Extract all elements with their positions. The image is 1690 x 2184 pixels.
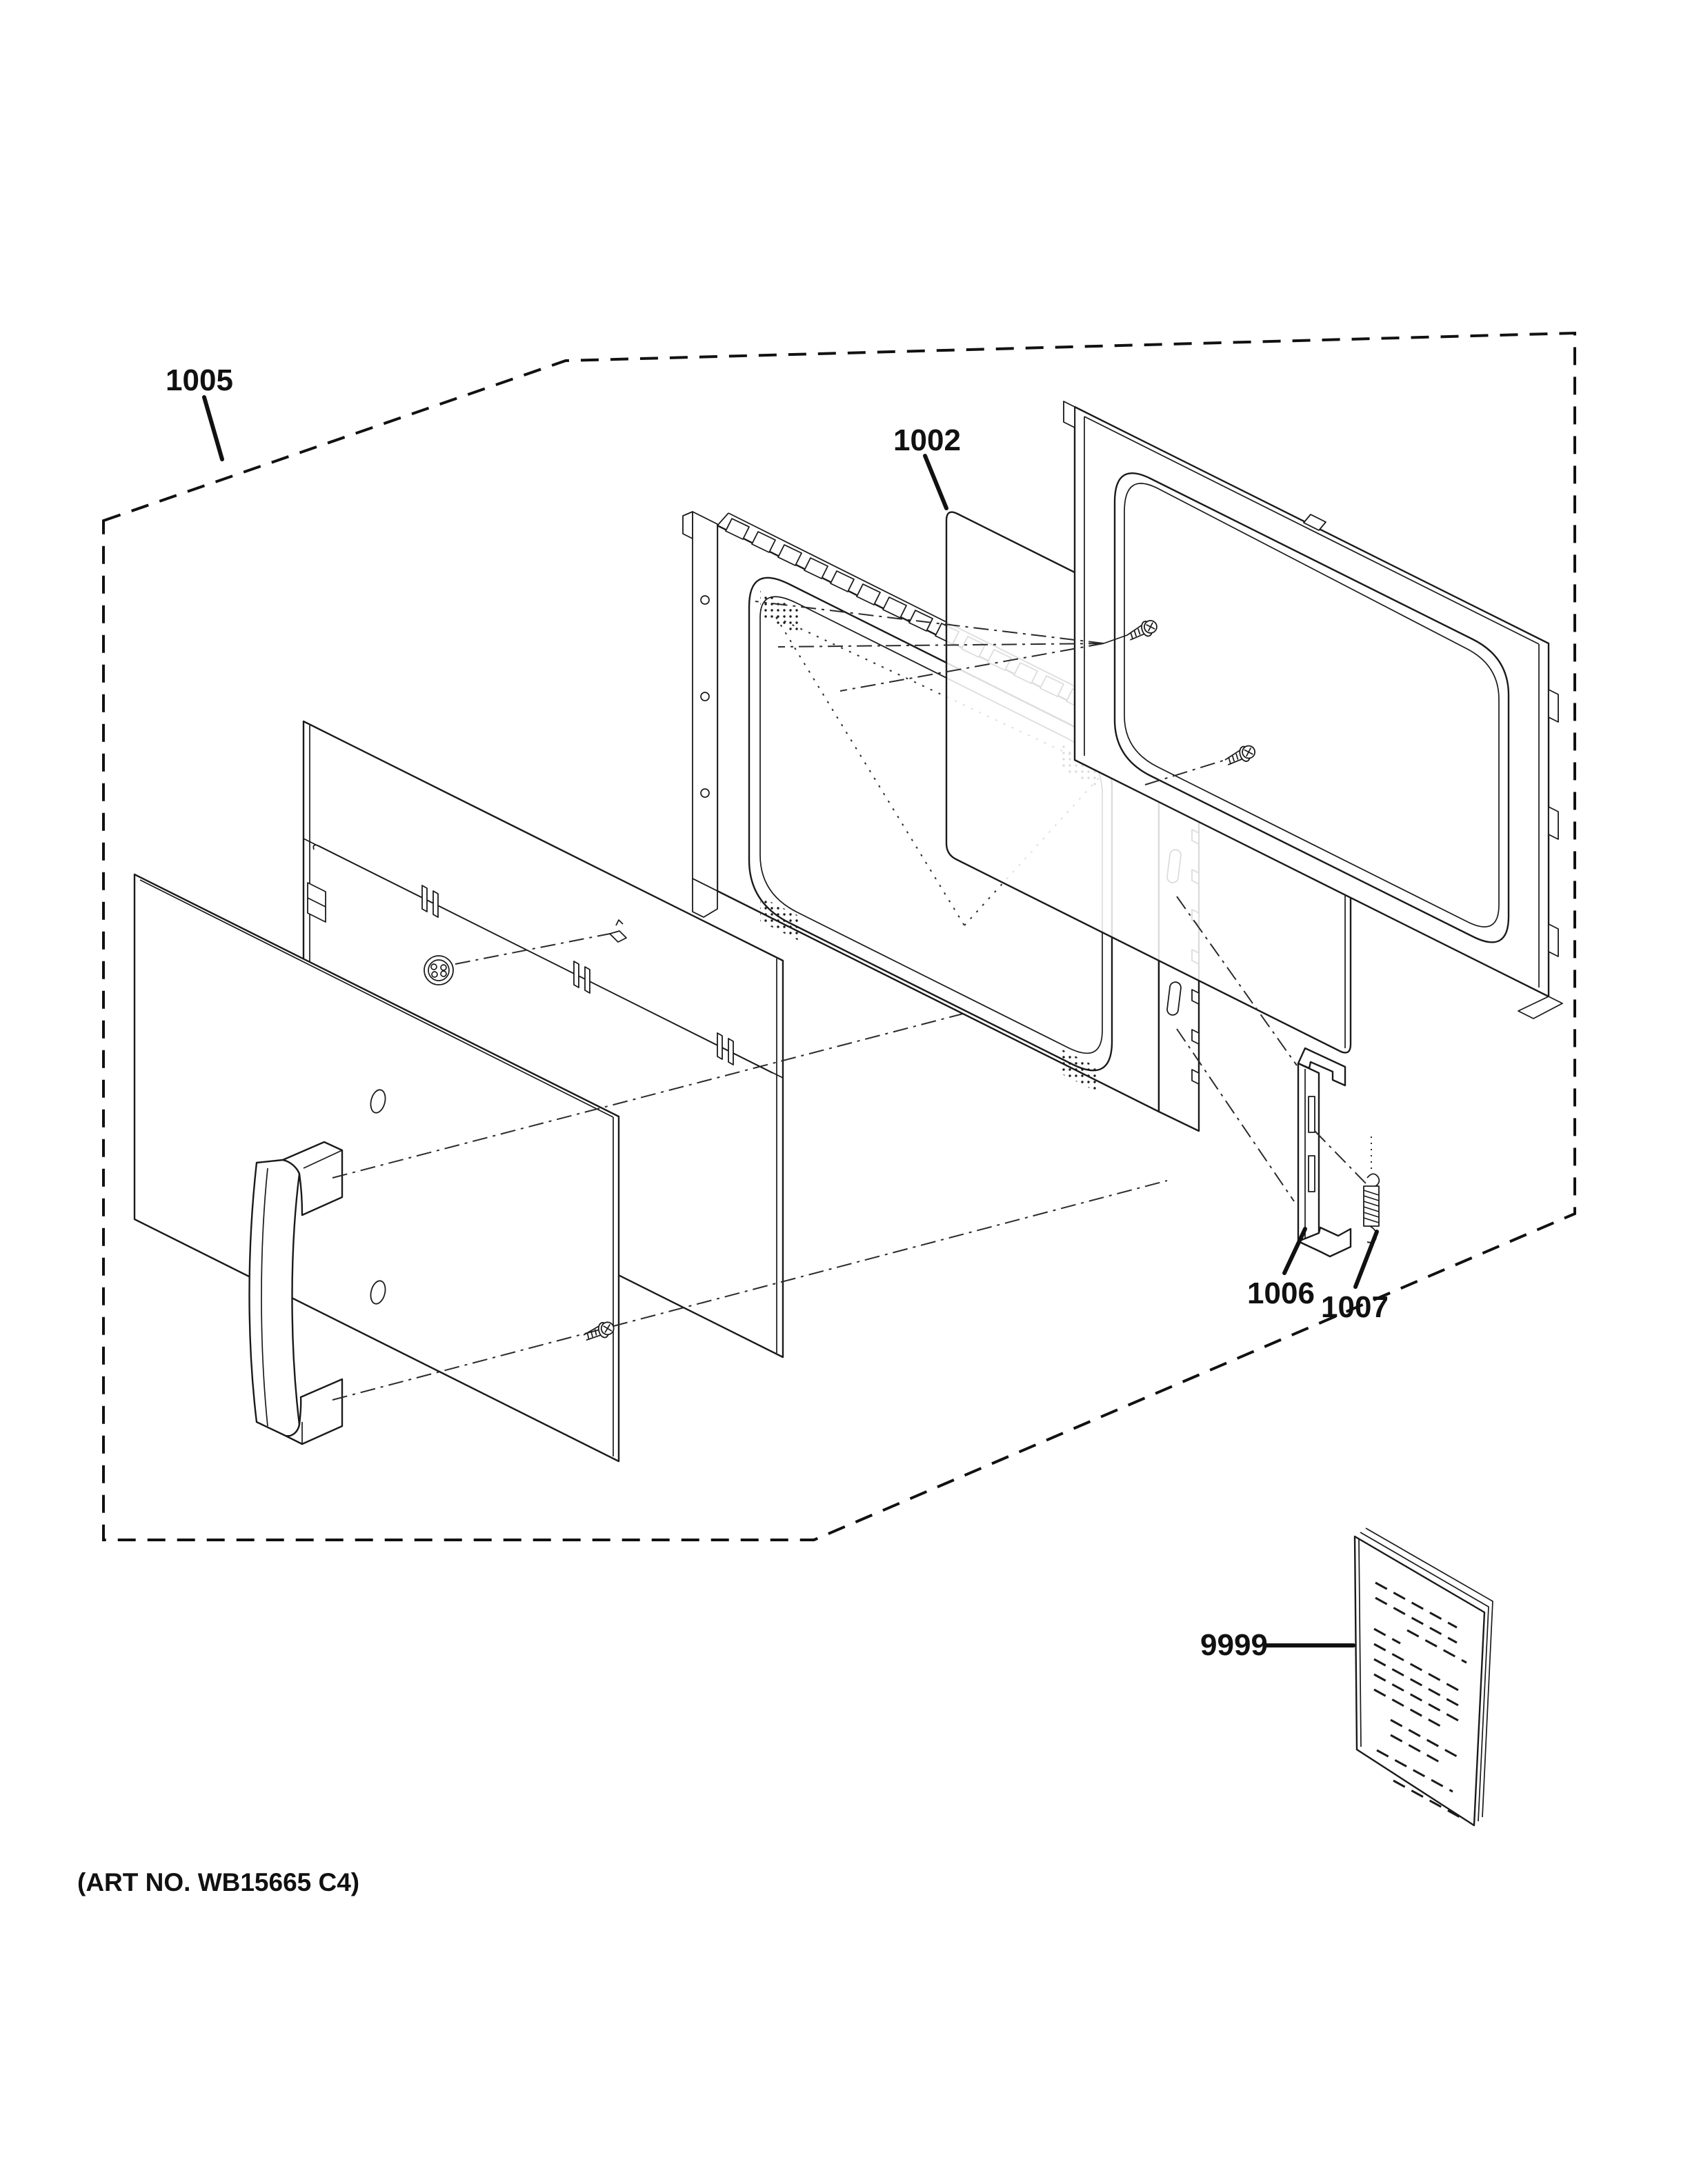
frame-left-bracket bbox=[682, 511, 718, 918]
callout-1005: 1005 bbox=[166, 363, 233, 397]
booklet-text-lines bbox=[1373, 1581, 1467, 1820]
door-latch-1006 bbox=[1176, 896, 1352, 1258]
door-handle bbox=[248, 1141, 344, 1445]
handle-screw-hole-top bbox=[370, 1089, 386, 1114]
art-number-label: (ART NO. WB15665 C4) bbox=[77, 1868, 359, 1896]
callout-1006: 1006 bbox=[1247, 1276, 1315, 1310]
outer-door-frame-panel bbox=[1063, 401, 1563, 1019]
front-glass-panel bbox=[133, 873, 620, 1463]
mesh-screen-corner bbox=[1060, 1048, 1098, 1092]
callout-1007: 1007 bbox=[1321, 1290, 1389, 1324]
door-liner-panel bbox=[302, 720, 784, 1359]
handle-bottom-foot bbox=[284, 1378, 344, 1445]
ge-logo-badge bbox=[424, 955, 454, 985]
mesh-screen-corner bbox=[760, 896, 799, 941]
handle-screw-hole-bottom bbox=[370, 1280, 386, 1305]
latch-spring-1007 bbox=[1314, 1130, 1380, 1243]
screw-side-line bbox=[1144, 759, 1226, 785]
screw-fan-lines bbox=[755, 601, 1128, 692]
callout-9999: 9999 bbox=[1200, 1628, 1268, 1662]
latch-slot-lower bbox=[1166, 981, 1182, 1016]
manual-booklet-9999 bbox=[1353, 1527, 1493, 1827]
mesh-screen-corner bbox=[760, 590, 799, 634]
callout-1002: 1002 bbox=[893, 423, 961, 457]
handle-top-foot bbox=[281, 1141, 344, 1216]
callouts: 1005 1002 1006 1007 9999 bbox=[166, 363, 1389, 1662]
assembly-boundary-1005 bbox=[102, 331, 1576, 1541]
